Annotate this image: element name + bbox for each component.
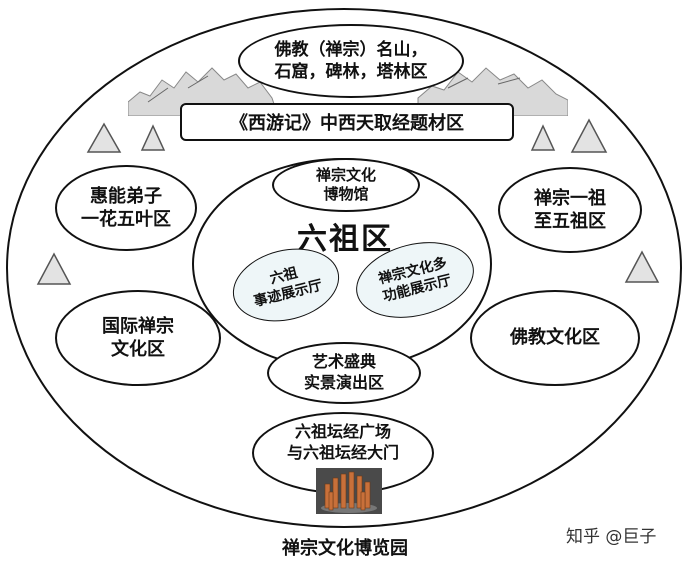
- huineng-disciples-area: 惠能弟子 一花五叶区: [55, 165, 197, 251]
- first-to-fifth-patriarch-label: 禅宗一祖 至五祖区: [534, 187, 606, 234]
- zen-museum-label: 禅宗文化 博物馆: [316, 166, 376, 205]
- pillar-gate-icon: [316, 468, 382, 514]
- huineng-disciples-label: 惠能弟子 一花五叶区: [81, 185, 171, 232]
- patriarch-deeds-hall-label: 六祖 事迹展示厅: [248, 259, 325, 311]
- buddhist-culture-label: 佛教文化区: [510, 326, 600, 349]
- journey-west-area: 《西游记》中西天取经题材区: [180, 103, 514, 141]
- triangle-marker-left-mid: [36, 252, 72, 286]
- platform-sutra-square-label: 六祖坛经广场 与六祖坛经大门: [287, 422, 399, 464]
- zen-multifunction-hall-label: 禅宗文化多 功能展示厅: [377, 254, 454, 306]
- triangle-marker-right-small: [530, 124, 556, 152]
- triangle-marker-right-mid: [624, 250, 660, 284]
- triangle-marker-right-top: [570, 118, 608, 154]
- buddhist-mountains-area: 佛教（禅宗）名山， 石窟，碑林，塔林区: [238, 24, 464, 98]
- zhihu-watermark: 知乎 @巨子: [566, 522, 656, 547]
- buddhist-culture-area: 佛教文化区: [470, 290, 640, 386]
- triangle-marker-left-top: [86, 122, 122, 154]
- zen-museum: 禅宗文化 博物馆: [272, 158, 420, 212]
- buddhist-mountains-label: 佛教（禅宗）名山， 石窟，碑林，塔林区: [275, 39, 428, 83]
- journey-west-label: 《西游记》中西天取经题材区: [230, 109, 464, 135]
- international-zen-area: 国际禅宗 文化区: [55, 290, 221, 386]
- art-performance-area: 艺术盛典 实景演出区: [267, 342, 421, 404]
- art-performance-label: 艺术盛典 实景演出区: [304, 352, 384, 394]
- first-to-fifth-patriarch-area: 禅宗一祖 至五祖区: [498, 167, 642, 253]
- international-zen-label: 国际禅宗 文化区: [102, 315, 174, 362]
- triangle-marker-left-small: [140, 124, 166, 152]
